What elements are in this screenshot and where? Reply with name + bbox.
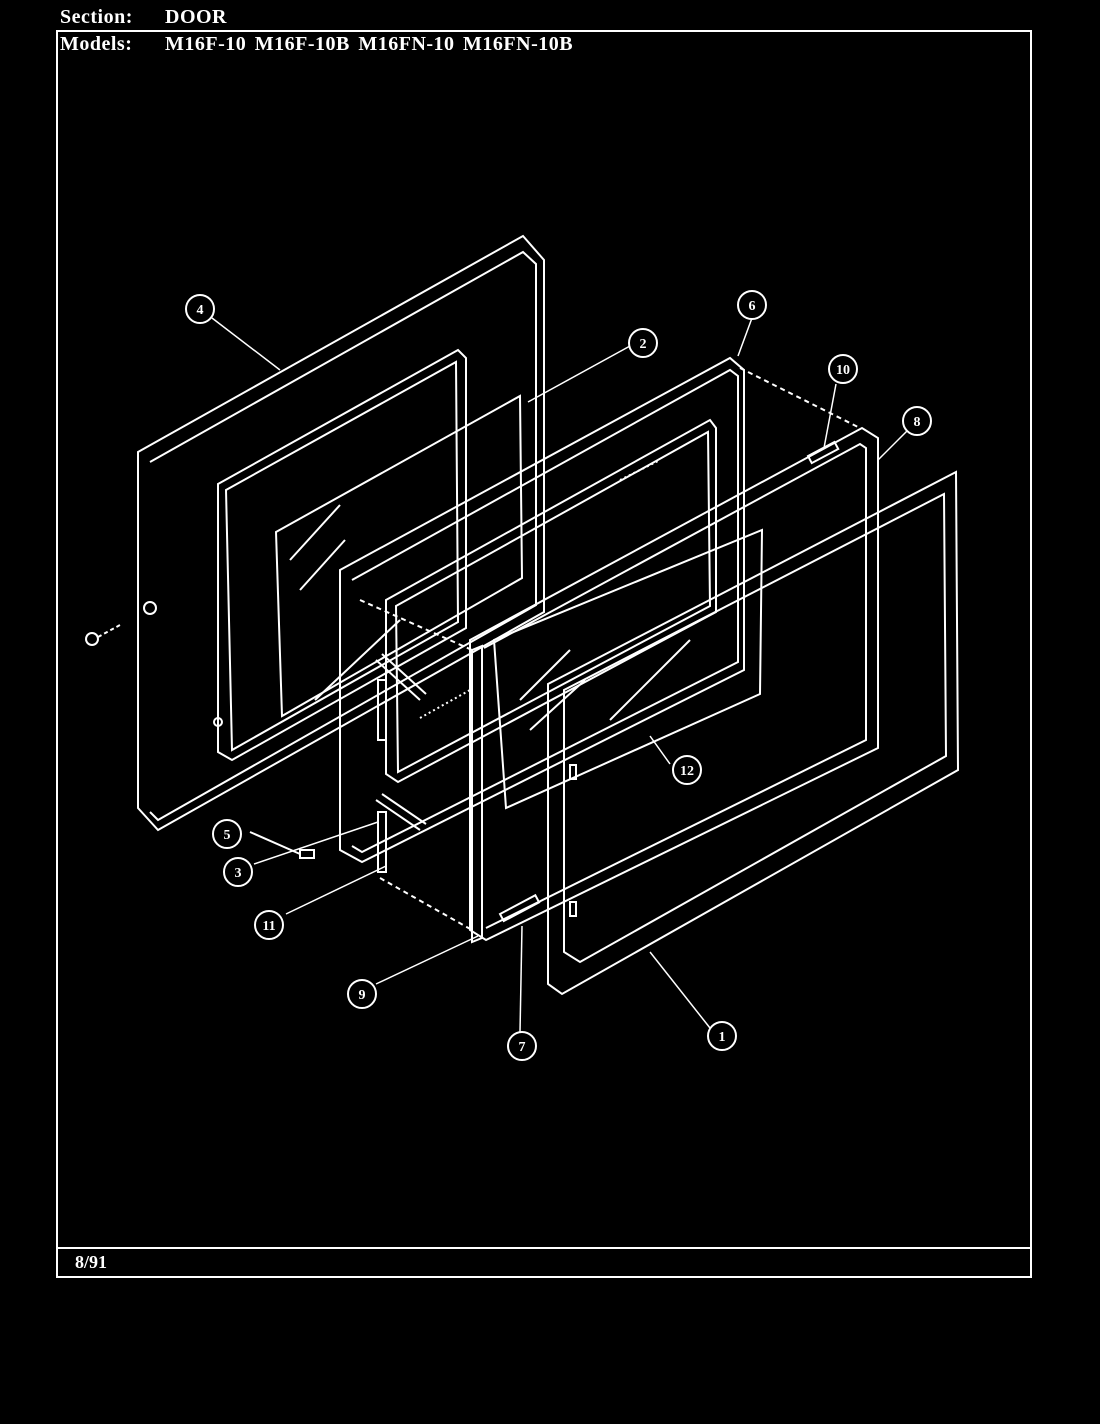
callout-6: 6 (749, 299, 756, 314)
callout-4: 4 (197, 303, 204, 318)
callout-12: 12 (680, 764, 694, 779)
callout-9: 9 (359, 988, 366, 1003)
door-outer-panel (137, 234, 545, 832)
glass-spacer-frame (469, 367, 879, 942)
footer-date: 8/91 (75, 1252, 108, 1272)
top-strip (806, 440, 840, 465)
screw-part-5 (249, 831, 315, 859)
callout-2: 2 (640, 337, 647, 352)
diagram-border (56, 30, 1032, 1278)
models-label: Models: (60, 33, 133, 55)
bottom-strip (498, 893, 541, 923)
section-label: Section: (60, 6, 133, 28)
callout-3: 3 (235, 866, 242, 881)
inner-door-liner (339, 356, 745, 864)
models-value: M16F-10 M16F-10B M16FN-10 M16FN-10B (165, 33, 574, 55)
callout-1: 1 (719, 1030, 726, 1045)
callout-8: 8 (914, 415, 921, 430)
callout-5: 5 (224, 828, 231, 843)
hinge-upper (375, 653, 427, 741)
section-value: DOOR (165, 6, 227, 28)
callout-11: 11 (262, 919, 275, 934)
screw-left (85, 624, 121, 646)
leader-lines (211, 317, 909, 1033)
outer-trim-frame (547, 470, 960, 996)
callout-10: 10 (836, 363, 850, 378)
callout-7: 7 (519, 1040, 526, 1055)
callout-circles (185, 290, 932, 1061)
outer-glass (492, 528, 764, 810)
hinge-lower (375, 793, 427, 873)
